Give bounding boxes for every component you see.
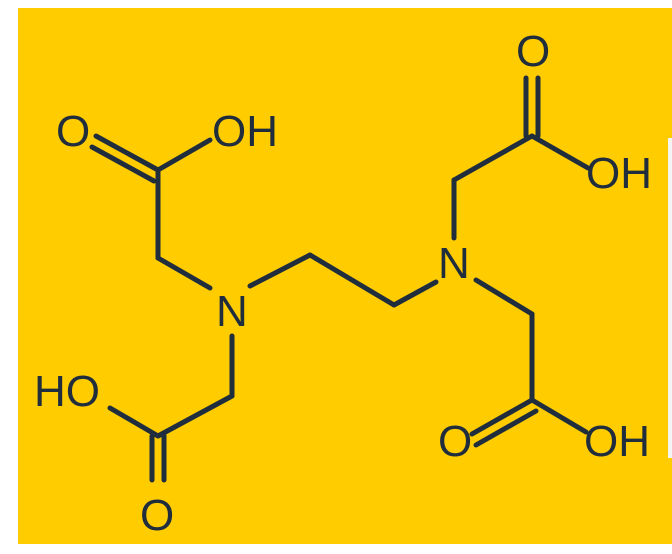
bond-c-o-double-tl-a (93, 133, 161, 173)
atom-o-topright: O (516, 27, 550, 76)
bond-c-oh-tl (155, 137, 213, 173)
atom-o-bottomleft: O (140, 491, 174, 540)
bond-c-oh-bl (107, 405, 161, 439)
right-edge-highlight (668, 138, 672, 458)
bond-nleft-ch2-tl (155, 255, 213, 291)
atom-o-topleft: O (56, 107, 90, 156)
bond-c-oh-tr (529, 133, 591, 171)
bond-ch2-c-bl (155, 393, 235, 439)
bond-nleft-c1 (247, 252, 313, 289)
atom-oh-bottomright: OH (584, 417, 650, 466)
bond-c-oh-br (529, 397, 589, 435)
bond-c2-nright (391, 279, 439, 308)
atom-n-right: N (438, 239, 470, 288)
bond-c-o-double-br-b (473, 408, 539, 448)
edta-structure-diagram: N N O OH HO O O OH O OH (18, 8, 672, 544)
atom-oh-topright: OH (586, 149, 652, 198)
atom-n-left: N (216, 287, 248, 336)
atom-oh-topleft: OH (212, 107, 278, 156)
structure-svg: N N O OH HO O O OH O OH (18, 8, 672, 544)
bond-c-o-double-br-a (469, 397, 535, 437)
bond-c-o-double-tl-b (89, 144, 157, 184)
atom-ho-bottomleft: HO (34, 367, 100, 416)
bond-nright-ch2-br (473, 277, 535, 317)
atom-o-bottomright: O (438, 417, 472, 466)
bond-ch2-c-tr (451, 133, 535, 183)
bond-c1-c2 (307, 252, 397, 308)
